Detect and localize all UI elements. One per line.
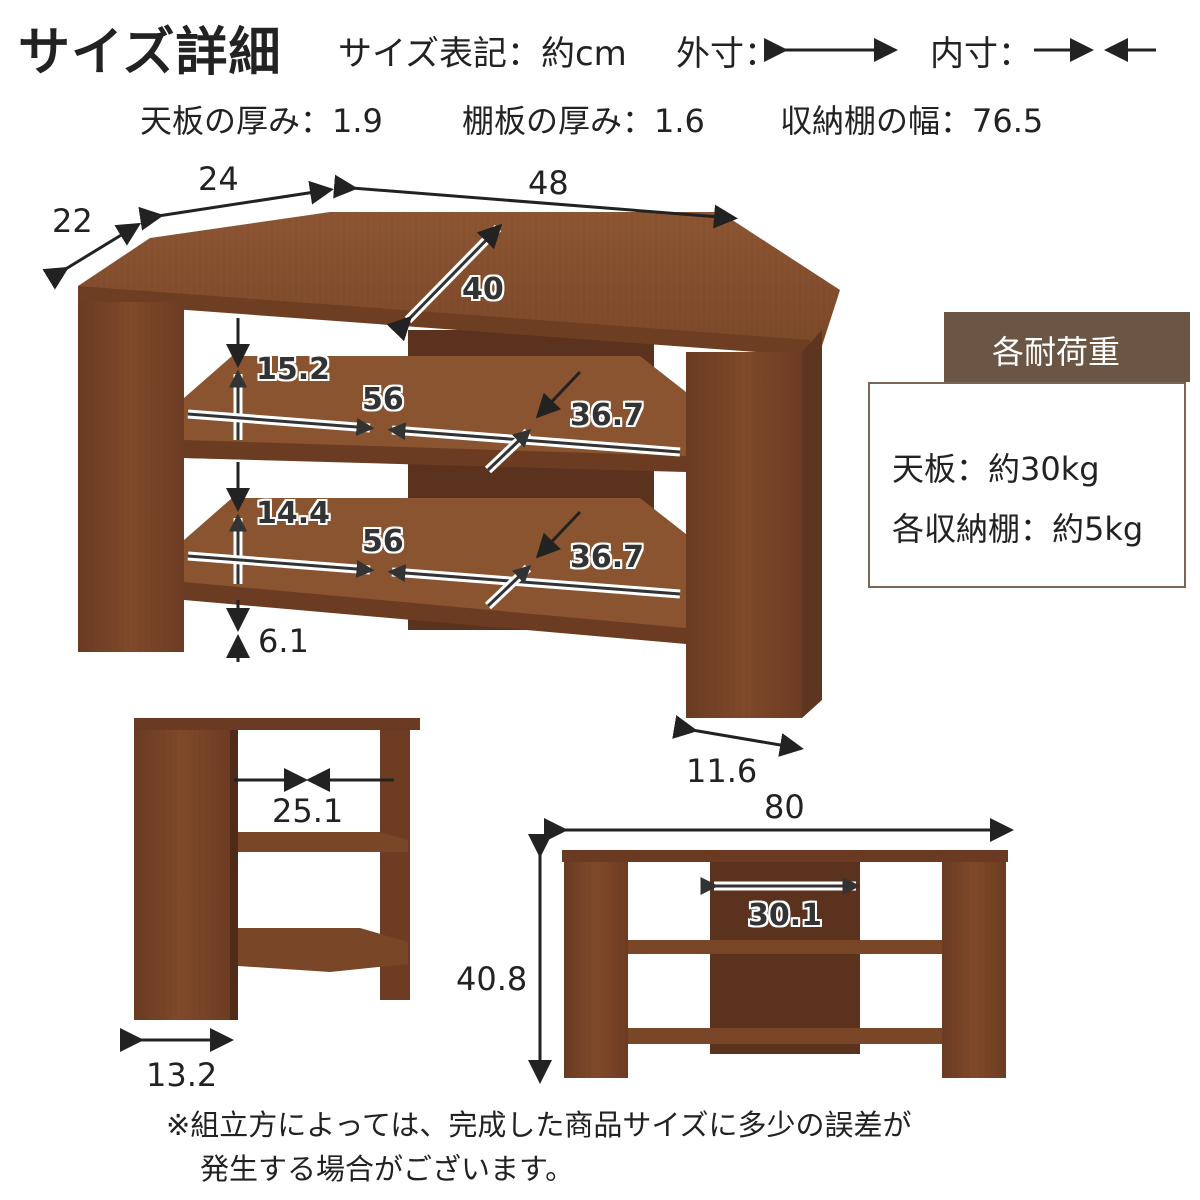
- dim-label-6-1: 6.1: [258, 622, 309, 660]
- dim-label-15-2: 15.2: [256, 352, 331, 387]
- dim-label-14-4: 14.4: [256, 496, 331, 531]
- inner-dimension-legend: 内寸：: [930, 34, 1032, 74]
- dimension-arrow-40: [386, 223, 503, 342]
- load-top: 天板：約30kg: [892, 450, 1100, 488]
- dim-label-36-7-upper: 36.7: [570, 398, 645, 433]
- outer-dimension-legend: 外寸：: [676, 34, 778, 74]
- load-capacity-title: 各耐荷重: [992, 333, 1121, 371]
- dim-label-56-lower: 56: [362, 524, 404, 559]
- dimension-arrow-24: [138, 180, 334, 231]
- dim-label-56-upper: 56: [362, 382, 404, 417]
- page-title: サイズ詳細: [18, 23, 282, 83]
- dim-label-30-1: 30.1: [748, 898, 823, 933]
- dim-label-40-8: 40.8: [456, 960, 528, 998]
- dim-label-13-2: 13.2: [146, 1056, 218, 1094]
- load-capacity-box: 天板：約30kg 各収納棚：約5kg: [868, 382, 1186, 588]
- assembly-note-line1: ※組立方によっては、完成した商品サイズに多少の誤差が: [166, 1108, 912, 1142]
- dim-label-40: 40: [462, 272, 504, 307]
- load-capacity-badge: 各耐荷重: [944, 312, 1190, 382]
- top-thickness-spec: 天板の厚み：1.9: [140, 102, 383, 140]
- dimension-arrow-11-6: [672, 715, 804, 757]
- dim-label-24: 24: [198, 160, 239, 198]
- storage-width-spec: 収納棚の幅：76.5: [780, 102, 1044, 140]
- unit-note: サイズ表記：約cm: [338, 34, 627, 74]
- dimension-arrow-48: [333, 174, 738, 229]
- dimension-arrow-36-7-upper: [484, 370, 582, 474]
- dim-label-48: 48: [528, 164, 569, 202]
- dim-label-11-6: 11.6: [686, 752, 758, 790]
- load-shelf: 各収納棚：約5kg: [892, 510, 1144, 548]
- tv-stand-side-view: [134, 718, 420, 1020]
- shelf-thickness-spec: 棚板の厚み：1.6: [462, 102, 705, 140]
- assembly-note-line2: 発生する場合がございます。: [200, 1152, 575, 1186]
- dimension-arrow-22: [42, 222, 142, 290]
- tv-stand-main-view: [78, 212, 840, 718]
- dim-label-22: 22: [52, 202, 93, 240]
- dimension-arrow-56-lower: [187, 551, 681, 599]
- dim-label-25-1: 25.1: [272, 792, 344, 830]
- dim-label-36-7-lower: 36.7: [570, 540, 645, 575]
- dimension-arrow-56-upper: [187, 409, 681, 457]
- dim-label-80: 80: [764, 788, 805, 826]
- dimension-arrow-36-7-lower: [484, 510, 582, 610]
